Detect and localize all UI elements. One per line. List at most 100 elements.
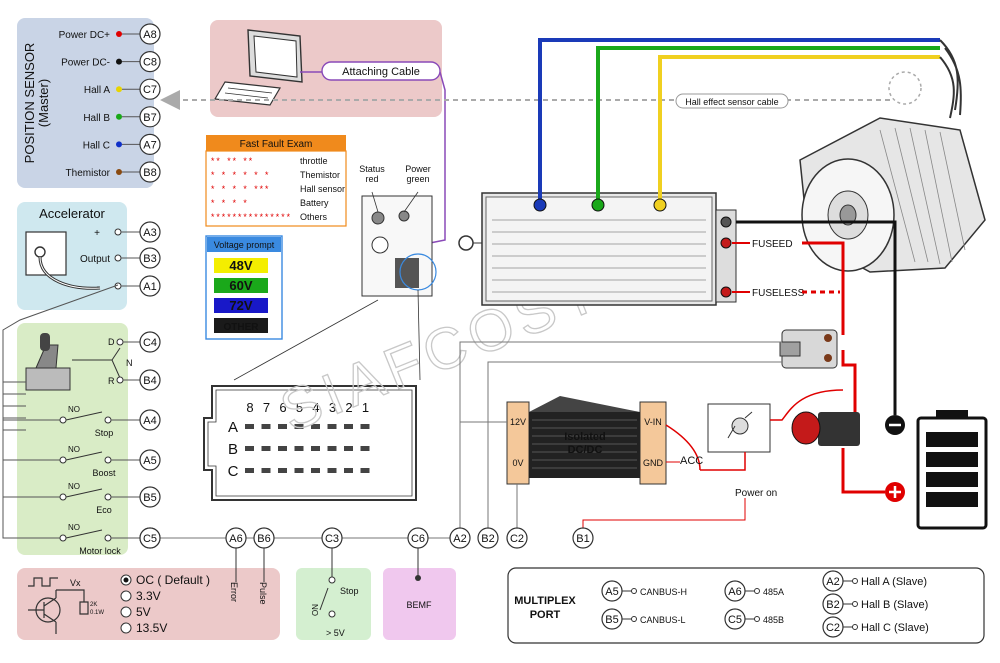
pulse-label: Pulse <box>258 582 268 605</box>
key-icon <box>731 417 749 435</box>
gear-n-label: N <box>126 358 133 368</box>
pin-label: C6 <box>411 533 425 545</box>
connector-pin <box>360 468 370 473</box>
resistor-label: 2K <box>90 602 97 608</box>
contactor-icon <box>779 329 838 369</box>
pin-label: A2 <box>826 576 839 588</box>
pin-label: B2 <box>481 533 494 545</box>
voltage-label: 72V <box>229 298 252 313</box>
multiplex-panel <box>507 567 985 644</box>
pin-b2 <box>477 527 499 549</box>
output-radio[interactable] <box>120 622 132 634</box>
battery-icon <box>916 410 988 530</box>
connector-pin <box>294 468 304 473</box>
no-label: NO <box>68 523 80 532</box>
resistor-label-2: 0.1W <box>90 610 104 616</box>
position-sensor-title: POSITION SENSOR <box>22 43 37 164</box>
sensor-pin-label: Hall B <box>83 113 110 124</box>
connector-number: 7 <box>263 400 270 415</box>
output-radio-dot <box>123 577 129 583</box>
no-label: NO <box>68 405 80 414</box>
motor-icon <box>799 117 986 273</box>
switch-contact <box>65 488 103 498</box>
position-sensor-subtitle: (Master) <box>36 79 51 127</box>
connector-pin <box>327 468 337 473</box>
connector-number: 1 <box>362 400 369 415</box>
power-label-line: Power <box>405 164 431 174</box>
connector-row-label: B <box>228 441 238 458</box>
connector-pin <box>278 424 287 429</box>
sensor-pin-label: Power DC- <box>61 58 110 69</box>
connector-pin <box>344 468 353 473</box>
stop-label: Stop <box>340 586 359 596</box>
switch-contact <box>65 411 103 421</box>
connector-row-label: C <box>228 463 239 480</box>
connector-number: 3 <box>329 400 336 415</box>
connector-number: 5 <box>296 400 303 415</box>
pin-c8 <box>139 50 161 73</box>
multiplex-label: CANBUS-L <box>640 615 686 625</box>
sensor-pin-label: Themistor <box>66 168 111 179</box>
gear-d-label: D <box>108 337 115 347</box>
pin-b7 <box>139 106 161 128</box>
voltage-label: 60V <box>229 278 252 293</box>
fault-label: Themistor <box>300 170 340 180</box>
connector-pin <box>360 446 370 451</box>
voltage-label: OTHER <box>224 322 260 333</box>
pin-label: B7 <box>143 112 156 124</box>
pin-label: A5 <box>605 586 618 598</box>
fault-exam-header <box>206 135 346 151</box>
output-option-label: 13.5V <box>136 621 167 635</box>
no-label: NO <box>310 604 319 616</box>
pin-c7 <box>139 78 161 100</box>
stop-panel <box>296 568 371 640</box>
fault-code: *************** <box>210 213 291 223</box>
sensor-pin-label: Hall A <box>84 85 110 96</box>
bemf-label: BEMF <box>406 600 432 610</box>
pin-b4 <box>139 369 161 391</box>
pin-label: A6 <box>728 586 741 598</box>
pin-label: B3 <box>143 253 156 265</box>
main-controller <box>458 192 737 306</box>
fault-label: throttle <box>300 156 328 166</box>
connector-pin <box>360 424 370 429</box>
gear-r-label: R <box>108 376 115 386</box>
pin-a2 <box>449 527 471 549</box>
voltage-prompt-title: Voltage prompt <box>214 240 275 250</box>
pin-label: A5 <box>143 455 156 467</box>
dcdc-right-terminal <box>639 401 667 485</box>
dcdc-12v: 12V <box>510 417 526 427</box>
output-radio[interactable] <box>120 590 132 602</box>
pin-label: B2 <box>826 599 839 611</box>
switch-label: Boost <box>92 468 116 478</box>
transistor-icon <box>28 577 89 634</box>
multiplex-label: Hall C (Slave) <box>861 622 929 634</box>
error-label: Error <box>229 582 239 602</box>
connector-number: 2 <box>345 400 352 415</box>
pin-label: A3 <box>143 227 156 239</box>
pin-label: A7 <box>143 139 156 151</box>
pin-label: C4 <box>143 337 157 349</box>
connector-pin <box>261 424 271 429</box>
connector-number: 4 <box>312 400 319 415</box>
connector-pin <box>344 424 353 429</box>
sensor-pin-label: Hall C <box>83 140 110 151</box>
voltage-label: 48V <box>229 258 252 273</box>
multiplex-label: 485B <box>763 615 784 625</box>
dcdc-0v: 0V <box>512 458 523 468</box>
gear-lever-icon <box>25 333 71 391</box>
sensor-pin-label: Power DC+ <box>59 30 111 41</box>
multiplex-label: Hall A (Slave) <box>861 576 927 588</box>
fault-code: ** ** ** <box>210 157 253 167</box>
pin-a5 <box>139 449 161 471</box>
accelerator-title: Accelerator <box>39 206 105 221</box>
pin-label: B4 <box>143 375 156 387</box>
output-radio[interactable] <box>120 606 132 618</box>
fuseless-label: FUSELESS <box>752 288 805 299</box>
connector-pin <box>261 446 271 451</box>
pin-b5 <box>139 486 161 508</box>
